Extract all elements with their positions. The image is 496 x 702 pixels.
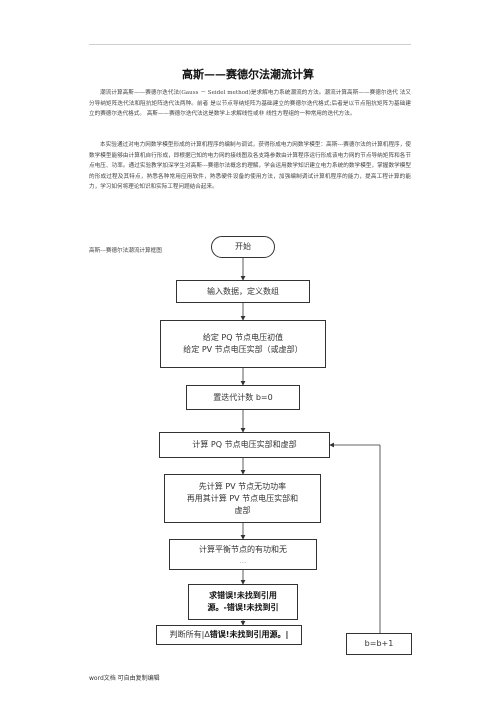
flow-iteration-counter: 置迭代计数 b=0 — [186, 385, 300, 410]
paragraph-experiment: 本实验通过对电力网数学模型形成的计算机程序的编制与调试，获得形成电力网数学模型：… — [89, 142, 411, 191]
page-footer: word文档 可自由复制编辑 — [89, 675, 160, 682]
flow-compute-pq: 计算 PQ 节点电压实部和虚部 — [159, 432, 330, 458]
document-title: 高斯——赛德尔法潮流计算 — [182, 68, 314, 81]
figure-caption: 高斯---赛德尔法潮流计算框图 — [89, 248, 162, 254]
flow-initial-values: 给定 PQ 节点电压初值 给定 PV 节点电压实部（或虚部） — [160, 320, 326, 368]
flow-error-reference: 求错误!未找到引用 源。-错误!未找到引 — [188, 584, 298, 620]
paragraph-intro: 潮流计算高斯——赛德尔迭代法(Gauss － Seidel method)是求解… — [89, 90, 411, 118]
flow-input: 输入数据，定义数组 — [176, 280, 310, 303]
flow-start: 开始 — [211, 236, 275, 258]
flow-compute-pv: 先计算 PV 节点无功功率 再用其计算 PV 节点电压实部和 虚部 — [164, 474, 321, 523]
flow-compute-balance: 计算平衡节点的有功和无 ... — [169, 539, 317, 570]
flow-increment-counter: b=b+1 — [346, 633, 412, 655]
header-rule — [89, 44, 411, 45]
